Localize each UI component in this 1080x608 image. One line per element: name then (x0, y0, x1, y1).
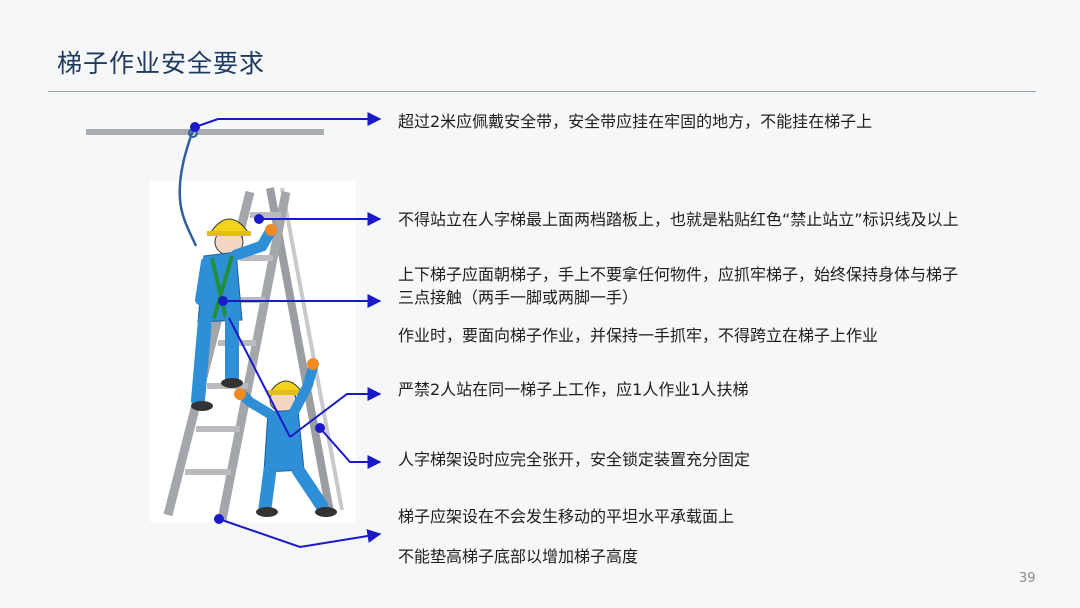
note-fully-open: 人字梯架设时应完全张开，安全锁定装置充分固定 (398, 448, 750, 471)
page-number: 39 (1019, 571, 1036, 586)
note-level-surface: 梯子应架设在不会发生移动的平坦水平承载面上 (398, 505, 734, 528)
note-top-steps: 不得站立在人字梯最上面两档踏板上，也就是粘贴红色“禁止站立”标识线及以上 (398, 208, 959, 231)
note-face-ladder-line2: 三点接触（两手一脚或两脚一手） (398, 286, 638, 309)
arrow-harness (195, 119, 380, 127)
note-harness: 超过2米应佩戴安全带，安全带应挂在牢固的地方，不能挂在梯子上 (398, 110, 872, 133)
callout-arrows (191, 119, 380, 547)
lanyard-rope (180, 130, 196, 246)
note-no-raising: 不能垫高梯子底部以增加梯子高度 (398, 545, 638, 568)
note-no-two-people: 严禁2人站在同一梯子上工作，应1人作业1人扶梯 (398, 378, 749, 401)
note-work-facing: 作业时，要面向梯子作业，并保持一手抓牢，不得跨立在梯子上作业 (398, 324, 878, 347)
arrow-level-surface (219, 519, 380, 547)
note-face-ladder-line1: 上下梯子应面朝梯子，手上不要拿任何物件，应抓牢梯子，始终保持身体与梯子 (398, 263, 958, 286)
